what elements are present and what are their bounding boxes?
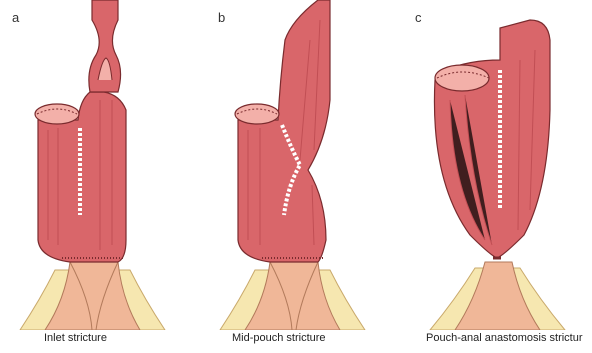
panel-a: a Inlet stricture [0,0,200,353]
panel-caption: Mid-pouch stricture [232,332,326,344]
panel-caption: Pouch-anal anastomosis strictur [426,332,583,344]
panel-caption: Inlet stricture [44,332,107,344]
panel-b: b Mid-pouch stricture [200,0,400,353]
inlet-stricture-illustration [0,0,200,330]
panel-c: c Pouch-anal anastomosis strictur [400,0,592,353]
mid-pouch-stricture-illustration [200,0,400,330]
pouch-anal-stricture-illustration [400,0,592,330]
